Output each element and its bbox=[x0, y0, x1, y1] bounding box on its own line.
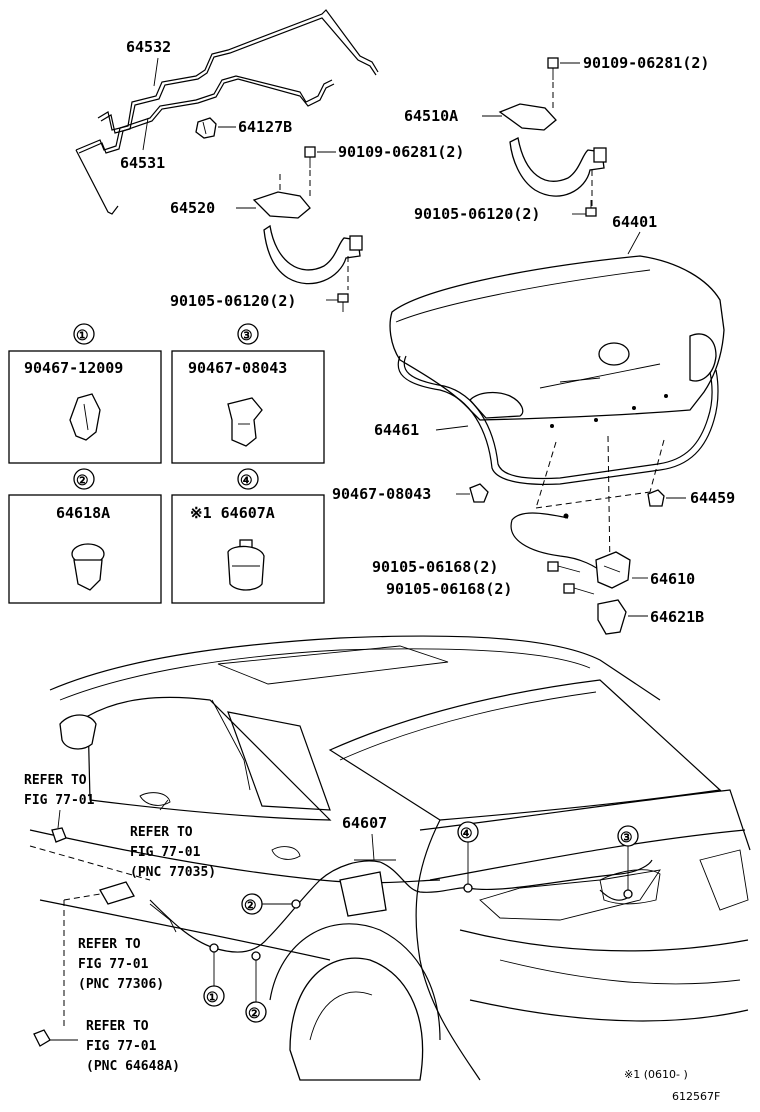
footer-note: ※1 (0610- ) bbox=[624, 1068, 688, 1081]
detail-box-4: ④ ※1 64607A bbox=[171, 468, 325, 604]
wire-harness-64607 bbox=[99, 859, 653, 961]
detail-box-3-part: 90467-08043 bbox=[188, 359, 287, 377]
detail-box-1-part: 90467-12009 bbox=[24, 359, 123, 377]
hinge-64520 bbox=[252, 191, 363, 285]
label-64607: 64607 bbox=[342, 814, 387, 832]
bolt-90109-top bbox=[547, 57, 559, 80]
callout-2-bottom: ② bbox=[245, 960, 267, 1023]
label-90105-06168-a: 90105-06168(2) bbox=[372, 558, 498, 576]
figure-id: 612567F bbox=[672, 1090, 720, 1103]
label-90105-06168-b: 90105-06168(2) bbox=[386, 580, 512, 598]
bolt-90105-right bbox=[585, 200, 597, 217]
detail-box-2: ② 64618A bbox=[8, 468, 162, 604]
clip-90467-08043 bbox=[469, 483, 489, 503]
detail-box-2-marker: ② bbox=[76, 473, 89, 489]
label-64520: 64520 bbox=[170, 199, 215, 217]
cover-64621B bbox=[597, 599, 627, 635]
svg-text:REFER TO: REFER TO bbox=[130, 825, 193, 840]
reference-3: REFER TO FIG 77-01 (PNC 77306) bbox=[63, 893, 164, 1030]
svg-text:FIG 77-01: FIG 77-01 bbox=[24, 793, 95, 808]
vehicle-outline bbox=[29, 635, 751, 1081]
callout-2-left: ② bbox=[241, 893, 292, 915]
svg-text:①: ① bbox=[206, 990, 219, 1006]
luggage-compartment-door-64401 bbox=[389, 255, 725, 428]
label-64401: 64401 bbox=[612, 213, 657, 231]
svg-text:REFER TO: REFER TO bbox=[86, 1019, 149, 1034]
svg-text:FIG 77-01: FIG 77-01 bbox=[78, 957, 149, 972]
label-90109-top: 90109-06281(2) bbox=[583, 54, 709, 72]
reference-4: REFER TO FIG 77-01 (PNC 64648A) bbox=[33, 1019, 180, 1074]
callout-4: ④ bbox=[457, 821, 479, 884]
svg-text:②: ② bbox=[244, 898, 257, 914]
callout-3: ③ bbox=[617, 825, 639, 890]
svg-text:③: ③ bbox=[620, 830, 633, 846]
label-64531: 64531 bbox=[120, 154, 165, 172]
detail-box-3-marker: ③ bbox=[240, 328, 253, 344]
detail-box-3: ③ 90467-08043 bbox=[171, 323, 325, 464]
label-90109-mid: 90109-06281(2) bbox=[338, 143, 464, 161]
bolt-90105-06168-b bbox=[563, 583, 595, 595]
label-64461: 64461 bbox=[374, 421, 419, 439]
hinge-64510A bbox=[498, 103, 607, 197]
detail-box-4-part: ※1 64607A bbox=[190, 504, 275, 522]
detail-box-1-marker: ① bbox=[76, 328, 89, 344]
bolt-90105-left bbox=[337, 293, 349, 312]
svg-text:(PNC 77035): (PNC 77035) bbox=[130, 865, 216, 880]
label-64510A: 64510A bbox=[404, 107, 458, 125]
label-64610: 64610 bbox=[650, 570, 695, 588]
svg-text:(PNC 64648A): (PNC 64648A) bbox=[86, 1059, 180, 1074]
svg-text:(PNC 77306): (PNC 77306) bbox=[78, 977, 164, 992]
weatherstrip-64461 bbox=[397, 355, 719, 485]
label-90105-left: 90105-06120(2) bbox=[170, 292, 296, 310]
bolt-90109-mid bbox=[304, 146, 316, 168]
svg-text:REFER TO: REFER TO bbox=[24, 773, 87, 788]
cushion-64459 bbox=[647, 489, 665, 507]
svg-text:②: ② bbox=[248, 1006, 261, 1022]
svg-text:④: ④ bbox=[460, 826, 473, 842]
torsion-bar-64532 bbox=[97, 9, 379, 134]
bolt-90105-06168-a bbox=[547, 561, 581, 573]
svg-text:FIG 77-01: FIG 77-01 bbox=[130, 845, 201, 860]
svg-text:FIG 77-01: FIG 77-01 bbox=[86, 1039, 157, 1054]
label-64459: 64459 bbox=[690, 489, 735, 507]
label-90105-right: 90105-06120(2) bbox=[414, 205, 540, 223]
svg-text:REFER TO: REFER TO bbox=[78, 937, 141, 952]
reference-1: REFER TO FIG 77-01 bbox=[24, 773, 151, 881]
label-64127B: 64127B bbox=[238, 118, 292, 136]
lock-assembly-64610 bbox=[510, 512, 631, 589]
detail-box-2-part: 64618A bbox=[56, 504, 110, 522]
label-64532: 64532 bbox=[126, 38, 171, 56]
label-90467-08043: 90467-08043 bbox=[332, 485, 431, 503]
torsion-bar-64531 bbox=[75, 75, 335, 215]
reference-2: REFER TO FIG 77-01 (PNC 77035) bbox=[130, 799, 216, 880]
clip-64127B bbox=[195, 117, 217, 139]
detail-box-1: ① 90467-12009 bbox=[8, 323, 162, 464]
label-64621B: 64621B bbox=[650, 608, 704, 626]
callout-1: ① bbox=[203, 952, 225, 1007]
detail-box-4-marker: ④ bbox=[240, 473, 253, 489]
